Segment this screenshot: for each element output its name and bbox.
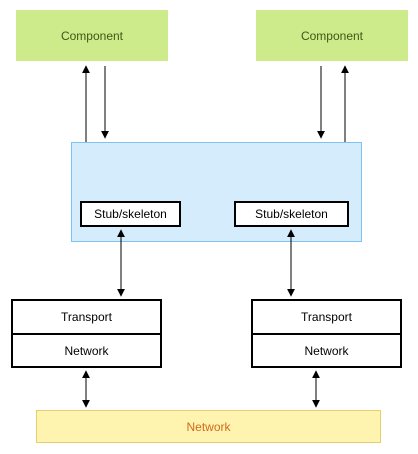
transport-left-label: Transport <box>61 310 112 324</box>
network-bar: Network <box>36 410 381 443</box>
component-left: Component <box>16 10 168 61</box>
component-left-label: Component <box>60 28 124 43</box>
component-right-label: Component <box>300 28 364 43</box>
network-bar-label: Network <box>186 419 231 434</box>
network-right-label: Network <box>304 343 349 358</box>
transport-box-right: Transport <box>251 299 402 335</box>
component-right: Component <box>256 10 408 61</box>
stub-skeleton-left-label: Stub/skeleton <box>94 207 167 221</box>
transport-right-label: Transport <box>301 310 352 324</box>
network-left-label: Network <box>64 343 109 358</box>
network-box-right: Network <box>251 333 402 368</box>
stub-skeleton-left: Stub/skeleton <box>80 201 181 227</box>
stub-skeleton-right-label: Stub/skeleton <box>255 207 328 221</box>
stub-skeleton-right: Stub/skeleton <box>234 201 349 227</box>
network-box-left: Network <box>11 333 162 368</box>
